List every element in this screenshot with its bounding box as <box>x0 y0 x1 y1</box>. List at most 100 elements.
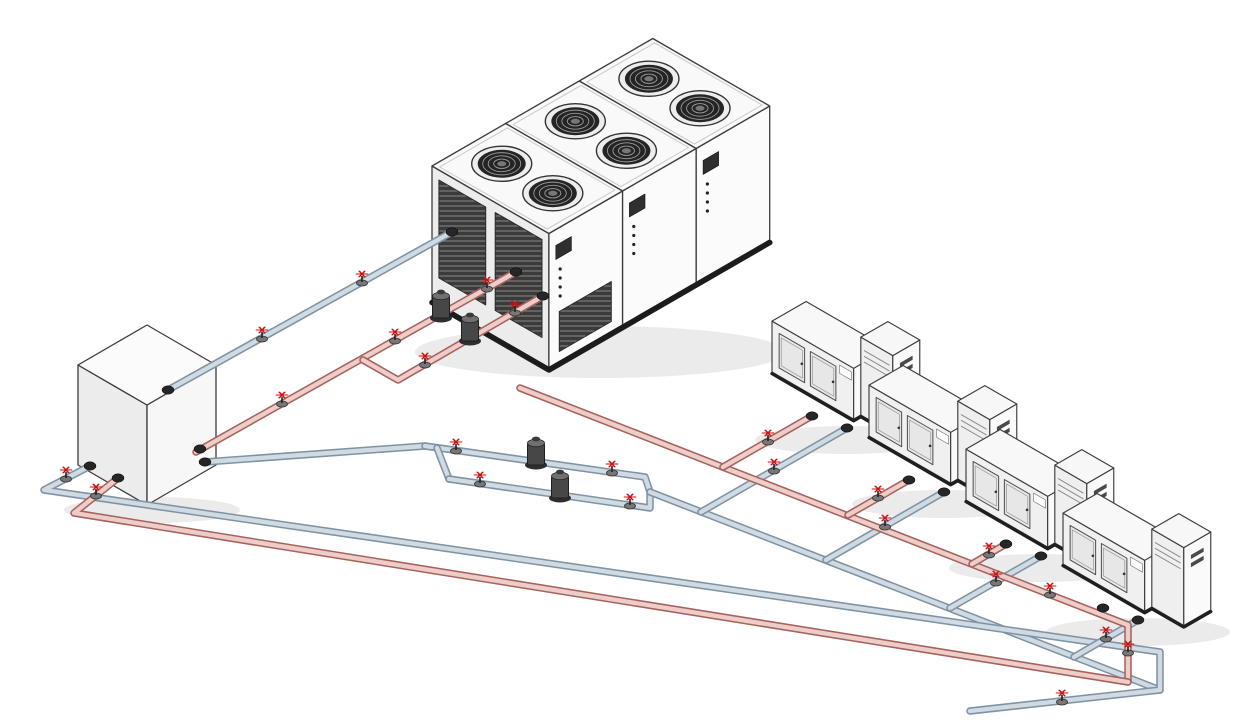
access-door <box>809 351 837 402</box>
access-door <box>906 415 934 466</box>
cabinet-vent-line <box>1057 489 1084 506</box>
valve-icon <box>989 570 1003 587</box>
valve-handwheel <box>449 438 463 446</box>
fan-icon <box>669 89 731 127</box>
valve-icon <box>473 471 487 488</box>
cabinet-slot <box>899 355 913 368</box>
door-inset <box>909 419 932 461</box>
cabinet-vent-line <box>1154 547 1181 564</box>
valve-icon <box>761 429 775 446</box>
valve-handwheel <box>878 514 892 522</box>
fan-icon <box>522 174 584 212</box>
valve-handwheel <box>89 483 103 491</box>
fan-icon <box>595 132 658 170</box>
pipe-flange <box>805 411 819 421</box>
pipe-flange <box>840 423 854 433</box>
status-led <box>558 285 562 289</box>
pump-icon <box>525 436 547 470</box>
valve-icon <box>623 493 637 510</box>
chiller-top-panel <box>431 122 624 235</box>
valve-icon <box>878 514 892 531</box>
cabinet-top-face <box>1054 448 1115 485</box>
terminal-unit <box>1061 492 1213 629</box>
valve-icon <box>1055 689 1069 706</box>
valve-icon <box>449 438 463 455</box>
status-led <box>558 267 562 271</box>
door-inset <box>1071 529 1094 571</box>
label-panel <box>936 428 949 445</box>
valve-icon <box>982 542 996 559</box>
return-pipe-segment <box>201 442 429 466</box>
terminal-units <box>770 300 1213 629</box>
access-door <box>1069 524 1097 576</box>
control-display <box>629 193 646 218</box>
pipe-flange <box>509 267 523 277</box>
status-led <box>705 191 709 195</box>
valve-handwheel <box>59 466 73 474</box>
status-led <box>632 224 636 229</box>
air-louver <box>558 281 612 352</box>
top-inset-line <box>586 42 763 145</box>
label-panel <box>1033 492 1046 509</box>
valve-handwheel <box>275 391 289 399</box>
pipe-flange <box>193 444 207 454</box>
door-handle <box>831 380 835 384</box>
door-inset <box>1103 547 1126 589</box>
pipe-flange <box>198 457 212 467</box>
valve-icon <box>388 328 402 345</box>
valve-icon <box>1099 626 1113 643</box>
valve-handwheel <box>623 493 637 501</box>
access-door <box>972 460 1000 512</box>
valve-icon <box>418 352 432 369</box>
valve-icon <box>767 458 781 475</box>
valve-handwheel <box>473 471 487 479</box>
door-inset <box>877 401 900 443</box>
door-handle <box>1025 508 1029 512</box>
cabinet-top-face <box>1151 512 1212 549</box>
status-led <box>705 200 709 204</box>
label-panel <box>1130 556 1143 573</box>
valve-handwheel <box>418 352 432 360</box>
valve-icon <box>871 485 885 502</box>
valve-icon <box>1121 640 1135 657</box>
top-inset-line <box>512 84 689 188</box>
valve-icon <box>275 391 289 408</box>
fan-icon <box>471 145 533 183</box>
valve-handwheel <box>767 458 781 466</box>
valve-handwheel <box>982 542 996 550</box>
valve-handwheel <box>605 460 619 468</box>
valve-icon <box>1043 582 1057 599</box>
status-led <box>632 233 636 238</box>
status-led <box>558 294 562 298</box>
pipe-flange <box>937 487 951 497</box>
air-louver <box>438 179 487 306</box>
door-inset <box>1006 483 1029 525</box>
fan-icon <box>618 60 680 98</box>
cabinet-vent-line <box>1057 483 1084 500</box>
cabinet-vent-line <box>960 414 987 430</box>
valve-group <box>59 270 1135 706</box>
pump-icon <box>430 289 452 323</box>
status-led <box>632 251 636 256</box>
chiller-bank <box>429 37 773 373</box>
valve-icon <box>89 483 103 500</box>
status-led <box>705 182 709 186</box>
buffer-tank <box>77 324 217 506</box>
pump-group <box>430 289 571 503</box>
door-handle <box>928 444 932 448</box>
pipe-flange <box>1096 603 1110 613</box>
label-panel <box>839 364 852 381</box>
pipe-flange <box>902 475 916 485</box>
cabinet-slot <box>996 419 1010 432</box>
door-inset <box>974 465 997 507</box>
status-led <box>632 242 636 247</box>
cabinet-vent-line <box>960 425 987 442</box>
cabinet-vent-line <box>863 355 890 372</box>
valve-handwheel <box>355 270 369 278</box>
valve-icon <box>255 326 269 343</box>
cabinet-vent-line <box>1057 478 1084 494</box>
cabinet-side-face <box>1183 531 1212 627</box>
door-inset <box>812 355 835 397</box>
valve-handwheel <box>871 485 885 493</box>
